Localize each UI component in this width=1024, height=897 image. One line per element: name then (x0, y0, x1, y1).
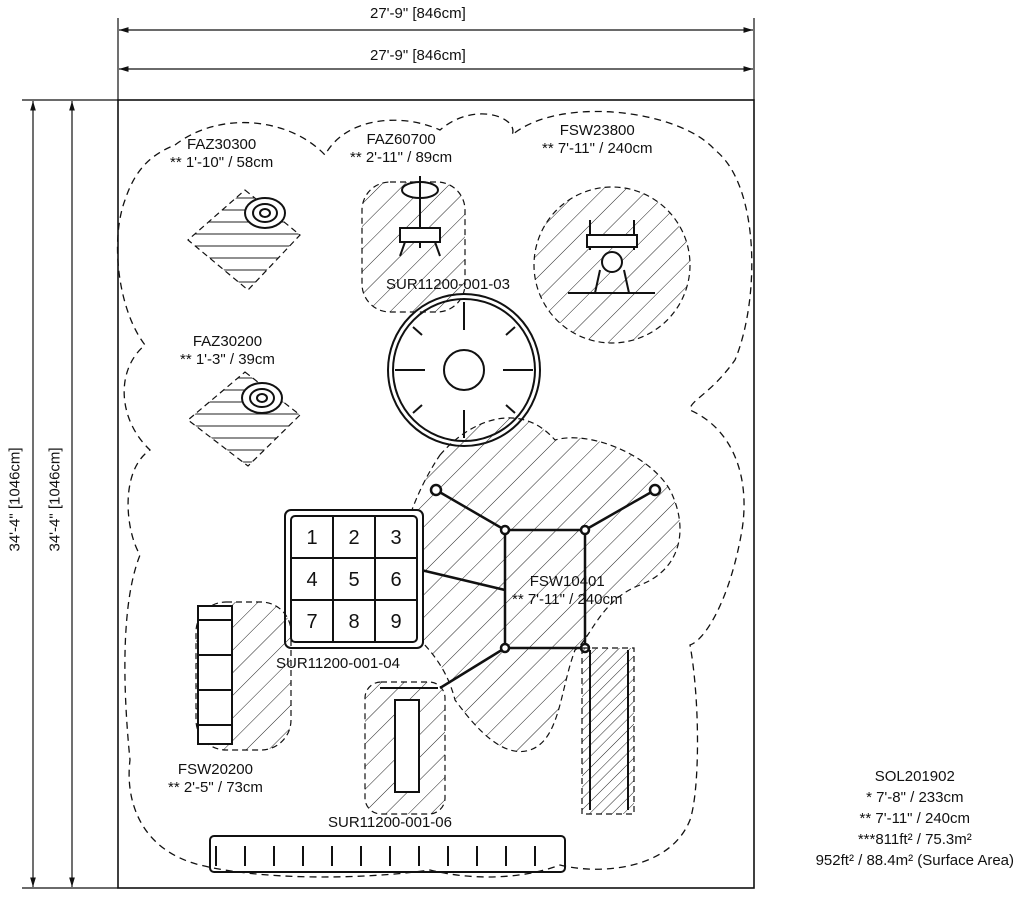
equipment-label-fsw20200: FSW20200** 2'-5" / 73cm (168, 761, 263, 796)
hopscotch-number-1: 1 (306, 527, 317, 549)
height-dimension-lines (22, 99, 118, 889)
faz60700-spinner (399, 176, 441, 257)
height-label-inner: 34'-4" [1046cm] (46, 447, 64, 552)
fsw20200-ladder (197, 605, 233, 745)
width-label-inner: 27'-9" [846cm] (370, 47, 466, 64)
summary-line-2: ** 7'-11" / 240cm (859, 810, 971, 827)
summary-line-4: 952ft² / 88.4m² (Surface Area) (815, 852, 1014, 869)
hopscotch-number-7: 7 (306, 611, 317, 633)
site-boundary (117, 99, 755, 889)
equipment-label-fsw23800: FSW23800** 7'-11" / 240cm (542, 122, 653, 157)
width-dimension-lines (117, 18, 755, 100)
equipment-label-faz60700: FAZ60700** 2'-11" / 89cm (350, 131, 453, 166)
hopscotch-number-3: 3 (390, 527, 401, 549)
surface-label-03: SUR11200-001-03 (386, 276, 510, 293)
surface-label-04: SUR11200-001-04 (276, 655, 400, 672)
summary-line-1: * 7'-8" / 233cm (866, 789, 964, 806)
climbing-net (589, 650, 629, 810)
plan-code: SOL201902 (874, 768, 955, 785)
hopscotch-number-6: 6 (390, 569, 401, 591)
height-label-outer: 34'-4" [1046cm] (6, 447, 24, 552)
fsw10401-zone (396, 417, 681, 753)
sur11200-001-06-slide (380, 687, 438, 793)
hopscotch-numbers: 1 2 3 4 5 6 7 8 9 (306, 527, 401, 633)
hopscotch-number-2: 2 (348, 527, 359, 549)
width-label-outer: 27'-9" [846cm] (370, 5, 466, 22)
plan-summary: SOL201902 * 7'-8" / 233cm ** 7'-11" / 24… (816, 766, 1014, 871)
fsw10401-structure (399, 483, 662, 690)
sur11200-001-04-hopscotch (284, 509, 424, 649)
equipment-label-fsw10401: FSW10401** 7'-11" / 240cm (512, 573, 623, 608)
hopscotch-number-4: 4 (306, 569, 317, 591)
bottom-ladder-graphic (209, 835, 566, 873)
equipment-label-faz30200: FAZ30200** 1'-3" / 39cm (180, 333, 275, 368)
hopscotch-number-9: 9 (390, 611, 401, 633)
safety-zone-outline (116, 110, 753, 878)
surface-label-06: SUR11200-001-06 (328, 814, 452, 831)
faz30300-spring-rider (244, 197, 286, 229)
hopscotch-number-5: 5 (348, 569, 359, 591)
summary-line-3: ***811ft² / 75.3m² (857, 831, 972, 848)
faz30200-zone (187, 371, 301, 467)
hopscotch-number-8: 8 (348, 611, 359, 633)
fsw23800-swing-frame (568, 220, 655, 294)
faz30200-spring-rider (241, 382, 283, 414)
equipment-label-faz30300: FAZ30300** 1'-10" / 58cm (170, 136, 274, 171)
